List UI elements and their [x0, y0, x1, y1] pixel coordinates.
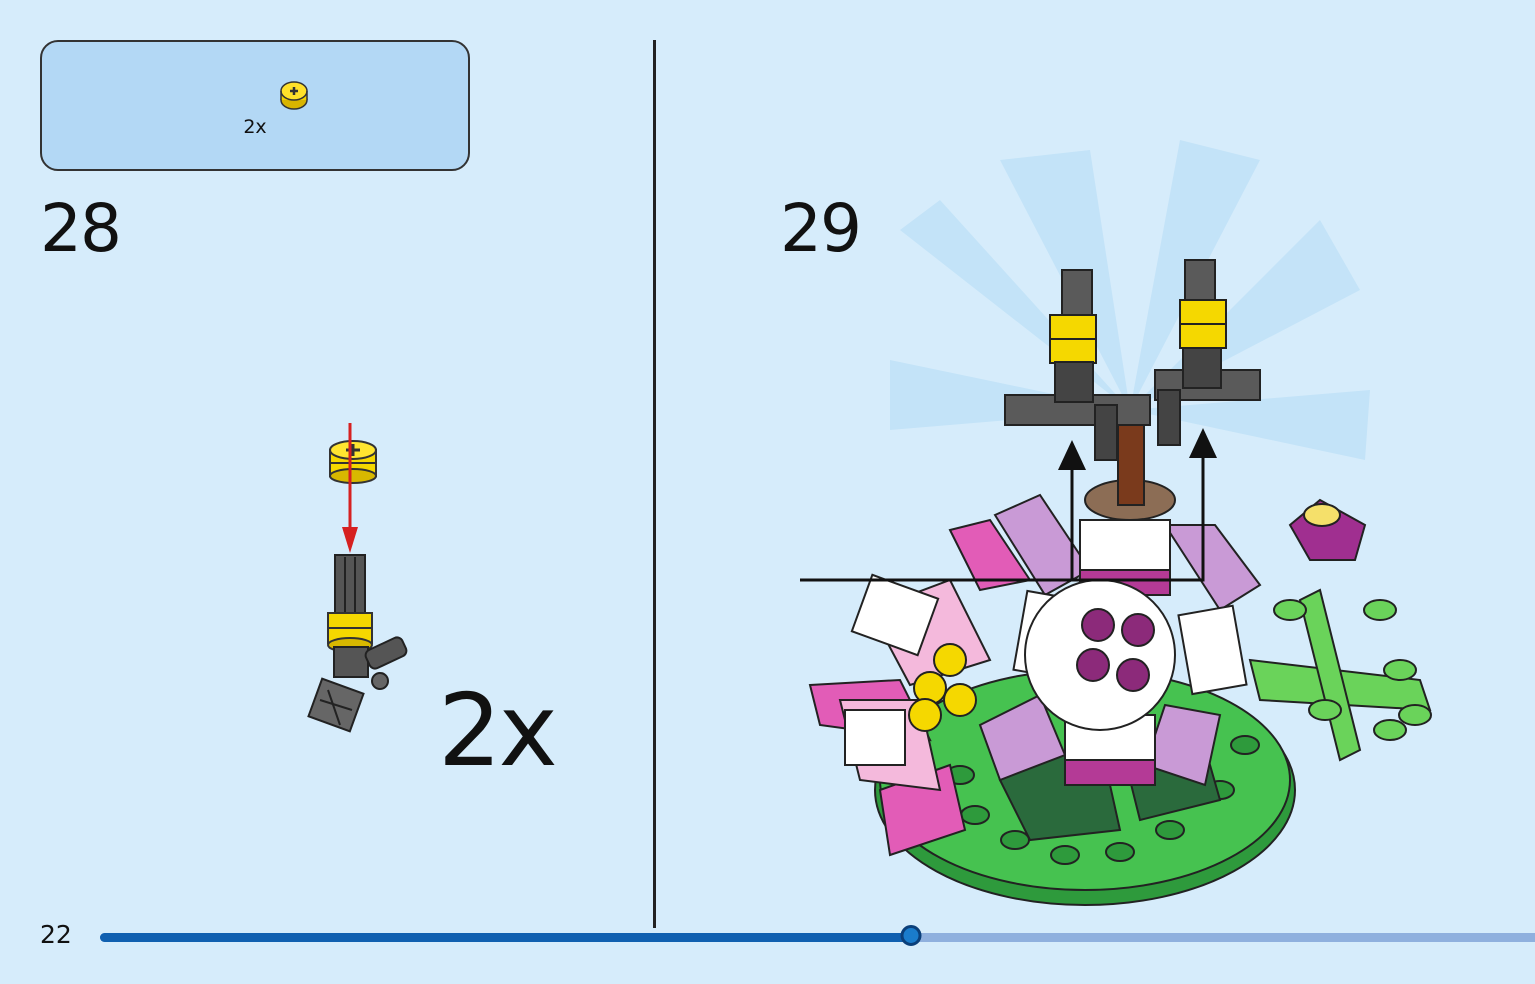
brown-trunk — [1084, 419, 1176, 521]
green-branch — [1248, 588, 1432, 762]
progress-fill — [100, 933, 911, 942]
yellow-studs — [908, 643, 977, 732]
page-number: 22 — [40, 920, 72, 949]
progress-knob — [900, 925, 922, 946]
part-quantity: 2x — [243, 116, 267, 138]
parts-callout: 2x — [40, 40, 470, 171]
purple-flower — [1288, 498, 1367, 561]
yellow-bush-part — [329, 440, 377, 484]
step-divider — [653, 40, 656, 928]
step-number: 29 — [780, 190, 862, 267]
new-axle-assemblies — [1004, 259, 1261, 461]
yellow-bush-icon — [280, 81, 308, 110]
arrow-head — [1189, 428, 1217, 458]
purple-flower-studs — [1076, 608, 1155, 692]
arrow-head — [1058, 440, 1086, 470]
step-28-illustration — [307, 423, 408, 733]
placement-arrows — [800, 440, 1205, 582]
lavender-panels — [978, 493, 1262, 787]
step-number: 28 — [40, 190, 122, 267]
step-29-illustration — [800, 140, 1432, 906]
repeat-count: 2x — [438, 672, 558, 789]
progress-bar — [100, 925, 1535, 946]
axle-assembly — [307, 554, 408, 733]
insert-arrow — [342, 423, 358, 553]
